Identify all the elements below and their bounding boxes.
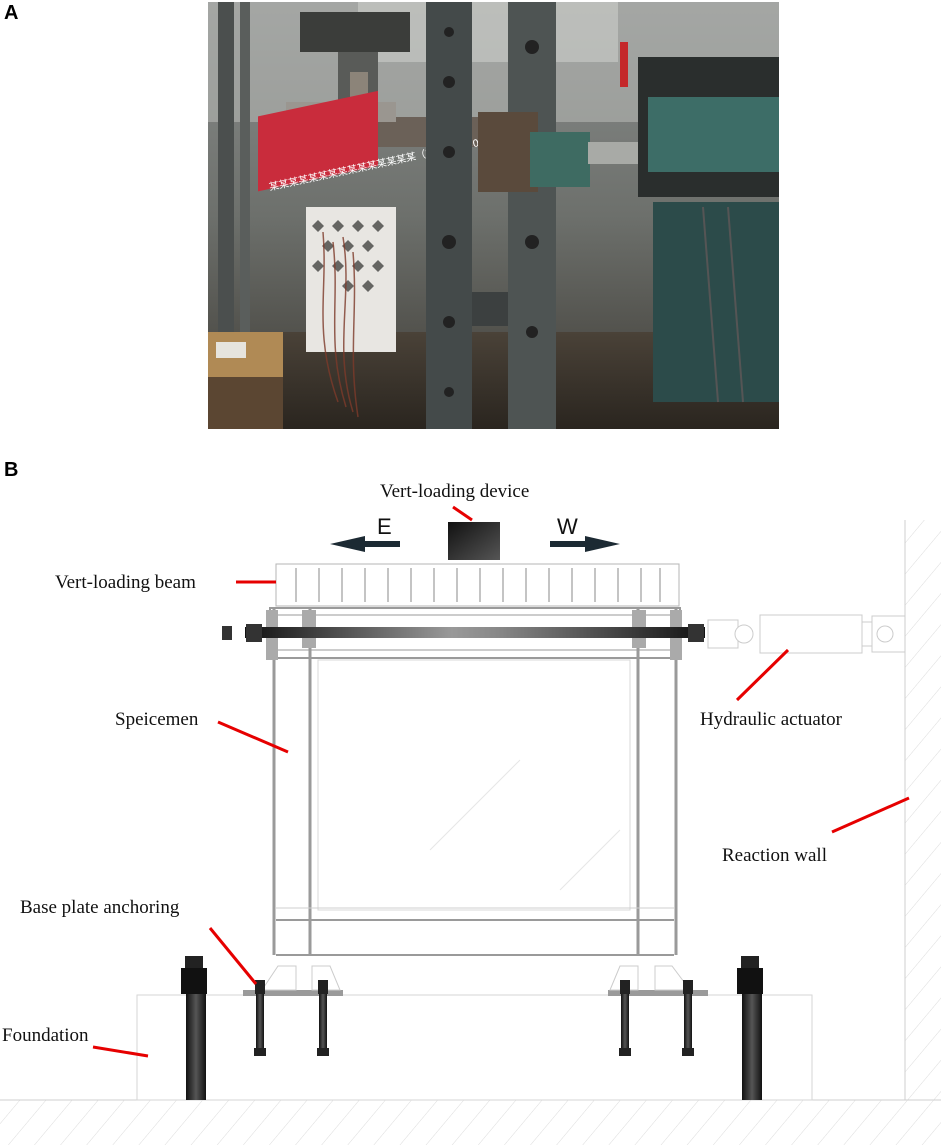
leader-foundation xyxy=(92,1045,149,1058)
base-plate-right xyxy=(608,965,708,996)
label-foundation: Foundation xyxy=(2,1025,89,1046)
label-base-plate-anchoring: Base plate anchoring xyxy=(20,897,180,918)
test-setup-schematic: Vert-loading device E W Vert-loading bea… xyxy=(0,481,941,1145)
leader-specimen xyxy=(217,720,289,754)
arrow-east-icon xyxy=(330,536,400,552)
test-setup-photo: 某某某某某某某某某某某某某某某（2020SCJ00001） xyxy=(208,2,779,429)
reaction-wall xyxy=(904,520,941,1100)
vert-loading-device xyxy=(448,522,500,560)
panel-label-b: B xyxy=(4,459,19,481)
panel-label-a: A xyxy=(4,2,19,24)
ground-floor xyxy=(0,1099,941,1145)
label-specimen: Speicemen xyxy=(115,709,199,730)
label-direction-w: W xyxy=(557,514,578,539)
foundation-block xyxy=(136,994,813,1101)
label-hydraulic-actuator: Hydraulic actuator xyxy=(700,709,843,730)
specimen-frame xyxy=(269,607,681,956)
anchor-bolts xyxy=(254,980,694,1056)
leader-base-plate xyxy=(208,927,258,985)
label-vert-loading-beam: Vert-loading beam xyxy=(55,572,196,593)
label-direction-e: E xyxy=(377,514,392,539)
leader-reaction-wall xyxy=(831,796,910,834)
tie-rod xyxy=(222,624,728,642)
foundation-anchor-rods xyxy=(181,956,763,1100)
leader-lines xyxy=(92,505,910,1058)
leader-vert-loading-device xyxy=(452,505,473,522)
vert-loading-beam xyxy=(275,563,680,607)
arrow-west-icon xyxy=(550,536,620,552)
label-reaction-wall: Reaction wall xyxy=(722,845,827,866)
leader-hydraulic-actuator xyxy=(735,648,790,702)
hydraulic-actuator xyxy=(707,614,906,654)
label-vert-loading-device: Vert-loading device xyxy=(380,481,529,502)
